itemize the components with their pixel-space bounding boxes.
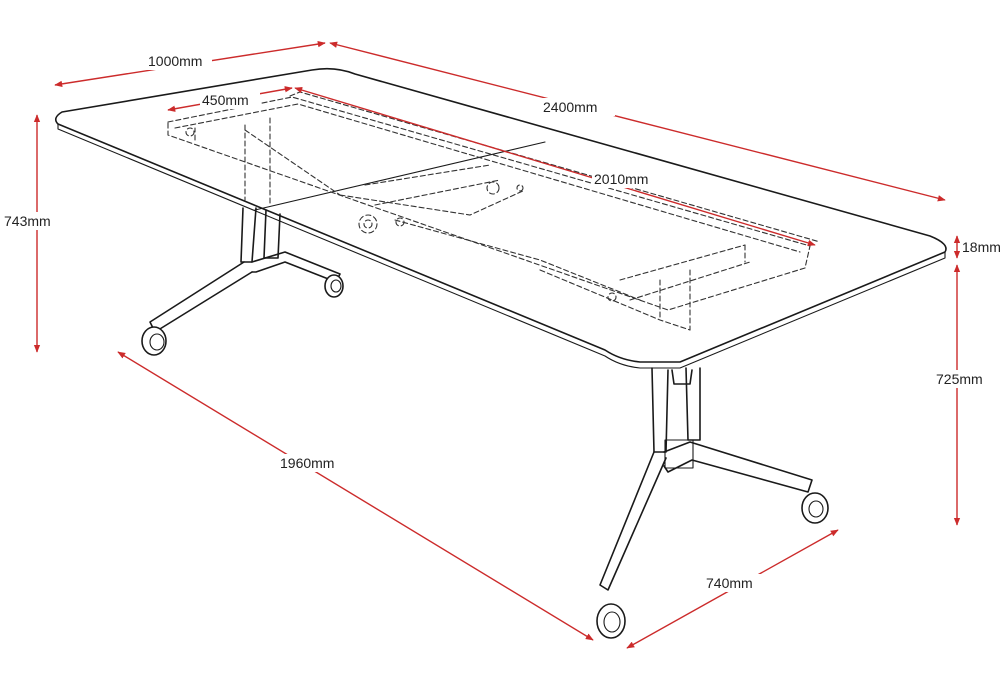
table-top: [54, 67, 947, 369]
label-top-width: 1000mm: [148, 53, 202, 69]
dimension-labels: 1000mm 2400mm 450mm 2010mm 743mm 18mm 72…: [2, 52, 1000, 592]
label-top-thickness: 18mm: [962, 239, 1000, 255]
caster-wheel-front-right: [596, 603, 626, 639]
caster-wheel-back-left: [324, 274, 344, 298]
dimension-lines: [33, 40, 961, 649]
dim-line-base-length: [117, 351, 594, 641]
right-leg: [596, 367, 829, 639]
label-leg-height: 725mm: [936, 371, 983, 387]
label-base-length: 1960mm: [280, 455, 334, 471]
caster-wheel-front-left: [141, 326, 167, 356]
label-base-width: 740mm: [706, 575, 753, 591]
dim-line-frame-length: [294, 87, 816, 246]
label-total-height: 743mm: [4, 213, 51, 229]
label-frame-width: 450mm: [202, 92, 249, 108]
label-frame-length: 2010mm: [594, 171, 648, 187]
left-leg: [141, 207, 344, 356]
caster-wheel-back-right: [801, 492, 829, 524]
label-top-length: 2400mm: [543, 99, 597, 115]
